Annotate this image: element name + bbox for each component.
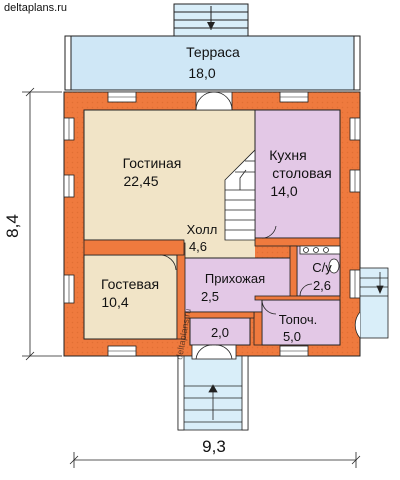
living-name: Гостиная [123, 155, 182, 171]
entrance-name: Прихожая [205, 271, 265, 286]
terrace-name: Терраса [186, 44, 240, 60]
bathroom-fixtures [299, 245, 341, 274]
front-porch [177, 344, 249, 431]
kitchen-area-value: 14,0 [270, 183, 297, 199]
boiler-room [261, 299, 341, 346]
guest-area-value: 10,4 [101, 294, 128, 310]
terrace-railing [64, 35, 361, 91]
window-glazing [68, 96, 356, 352]
site-watermark: deltaplans.ru [4, 2, 67, 14]
arrow-down-icon [376, 285, 384, 295]
guest-room [83, 254, 178, 340]
inner-walls [83, 237, 341, 346]
arrow-up-icon [208, 384, 218, 393]
boiler-area-value: 5,0 [283, 329, 301, 344]
terrace-area [64, 35, 361, 91]
entrance-area-value: 2,5 [201, 289, 219, 304]
width-dimension [69, 452, 361, 468]
boiler-name: Топоч. [279, 312, 318, 327]
bathroom-name: С/у [312, 260, 332, 275]
hall-staircase [224, 149, 256, 241]
arrow-down-icon [207, 22, 215, 30]
terrace-area-value: 18,0 [188, 65, 215, 81]
height-dimension [22, 87, 62, 361]
living-area-value: 22,45 [123, 173, 158, 189]
width-dimension-label: 9,3 [202, 437, 226, 456]
kitchen-name-line2: столовая [272, 165, 332, 181]
terrace-door [195, 91, 233, 111]
vestibule-area-value: 2,0 [211, 325, 229, 340]
bathroom-area-value: 2,6 [313, 278, 331, 293]
guest-name: Гостевая [101, 276, 159, 292]
kitchen-room [254, 109, 341, 239]
inner-doors [159, 225, 313, 315]
hall-area-value: 4,6 [189, 239, 207, 254]
kitchen-name-line1: Кухня [269, 147, 306, 163]
hall-name: Холл [187, 222, 218, 237]
side-stairs [354, 267, 389, 339]
vestibule-room [189, 317, 251, 346]
height-dimension-label: 8,4 [3, 214, 22, 238]
terrace-stairs [173, 3, 249, 37]
